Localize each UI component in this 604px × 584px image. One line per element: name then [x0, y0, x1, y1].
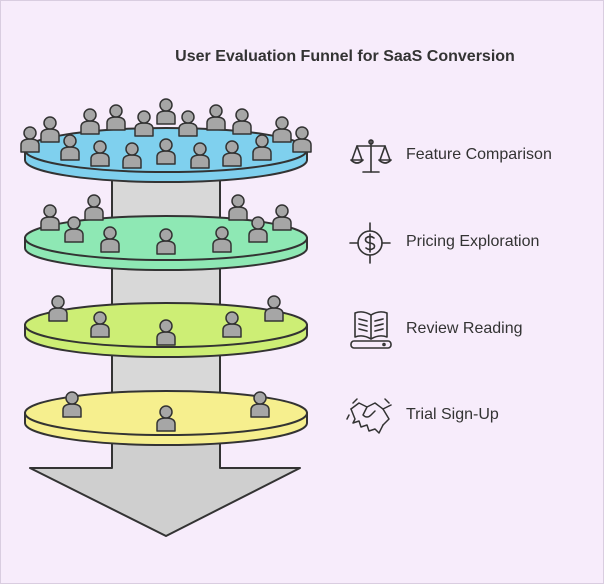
- handshake-icon: [346, 398, 392, 434]
- person-icon: [90, 311, 110, 338]
- person-icon: [222, 140, 242, 167]
- person-icon: [106, 104, 126, 131]
- funnel-disc-2: [24, 194, 308, 271]
- person-icon: [60, 134, 80, 161]
- person-icon: [272, 204, 292, 231]
- person-icon: [248, 216, 268, 243]
- person-icon: [156, 405, 176, 432]
- person-icon: [40, 116, 60, 143]
- person-icon: [222, 311, 242, 338]
- person-icon: [20, 126, 40, 153]
- person-icon: [228, 194, 248, 221]
- funnel-disc-1: [20, 98, 312, 183]
- person-icon: [100, 226, 120, 253]
- person-icon: [134, 110, 154, 137]
- down-arrow: [29, 439, 301, 537]
- funnel-disc-3: [24, 295, 308, 358]
- person-icon: [122, 142, 142, 169]
- person-icon: [90, 140, 110, 167]
- book-icon: [350, 311, 392, 349]
- person-icon: [64, 216, 84, 243]
- stage-label-review-reading: Review Reading: [406, 320, 523, 337]
- person-icon: [178, 110, 198, 137]
- person-icon: [156, 98, 176, 125]
- stage-label-feature-comparison: Feature Comparison: [406, 146, 552, 163]
- person-icon: [292, 126, 312, 153]
- person-icon: [156, 319, 176, 346]
- person-icon: [40, 204, 60, 231]
- person-icon: [264, 295, 284, 322]
- person-icon: [252, 134, 272, 161]
- funnel-discs: [20, 98, 312, 446]
- dollar-target-icon: [349, 222, 391, 264]
- person-icon: [156, 138, 176, 165]
- stage-label-trial-sign-up: Trial Sign-Up: [406, 406, 499, 423]
- scale-icon: [350, 139, 392, 173]
- stage-label-pricing-exploration: Pricing Exploration: [406, 233, 540, 250]
- person-icon: [212, 226, 232, 253]
- person-icon: [232, 108, 252, 135]
- person-icon: [84, 194, 104, 221]
- person-icon: [272, 116, 292, 143]
- person-icon: [156, 228, 176, 255]
- person-icon: [80, 108, 100, 135]
- person-icon: [206, 104, 226, 131]
- diagram-title: User Evaluation Funnel for SaaS Conversi…: [175, 48, 515, 65]
- person-icon: [190, 142, 210, 169]
- person-icon: [250, 391, 270, 418]
- person-icon: [48, 295, 68, 322]
- person-icon: [62, 391, 82, 418]
- funnel-disc-4: [24, 390, 308, 446]
